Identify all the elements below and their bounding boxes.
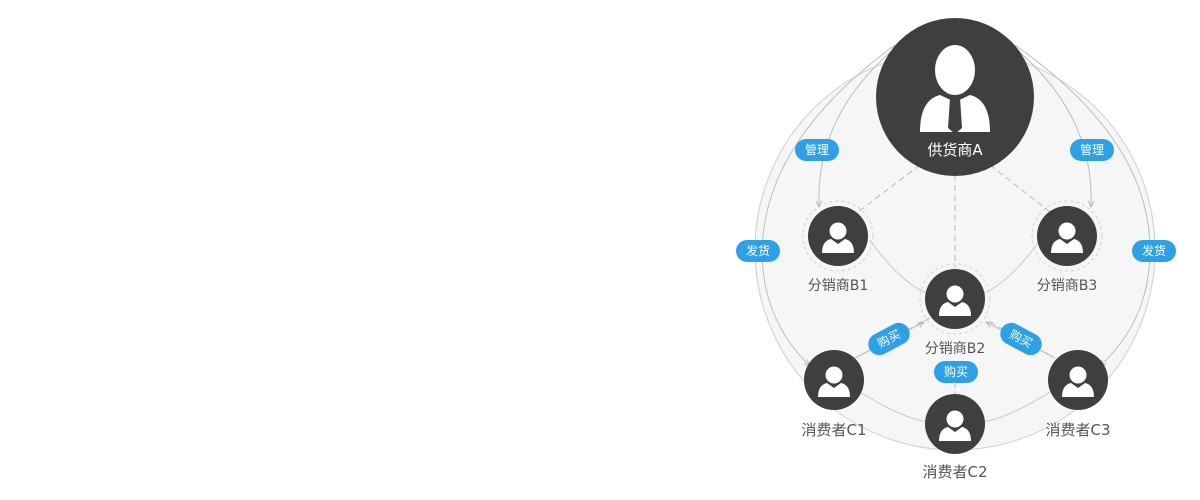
node-distributor-b2: 分销商B2	[919, 263, 991, 357]
manage-arrow-left	[819, 39, 906, 207]
node-distributor-b3: 分销商B3	[1031, 200, 1103, 294]
consumer-c2-label: 消费者C2	[922, 463, 987, 481]
supplier-a-label: 供货商A	[927, 141, 983, 159]
businessman-icon	[920, 45, 990, 134]
consumer-c1-label: 消费者C1	[801, 421, 866, 439]
ship-arrow-right	[1014, 44, 1151, 366]
tag-ship-left: 发货	[736, 240, 780, 262]
svg-text:购买: 购买	[944, 364, 968, 379]
distributor-b1-label: 分销商B1	[808, 278, 869, 294]
tag-ship-right: 发货	[1132, 240, 1176, 262]
dash-a-b3	[989, 164, 1051, 213]
consumer-c3-label: 消费者C3	[1045, 421, 1110, 439]
tag-manage-right: 管理	[1070, 139, 1114, 161]
svg-text:发货: 发货	[1142, 243, 1166, 258]
distributor-b2-label: 分销商B2	[925, 341, 986, 357]
node-consumer-c1: 消费者C1	[801, 350, 867, 439]
node-distributor-b1: 分销商B1	[802, 200, 874, 294]
dash-a-b1	[857, 164, 921, 213]
distributor-b3-label: 分销商B3	[1037, 278, 1098, 294]
node-consumer-c2: 消费者C2	[922, 394, 988, 481]
tag-manage-left: 管理	[795, 139, 839, 161]
svg-text:管理: 管理	[805, 142, 829, 157]
svg-text:发货: 发货	[746, 243, 770, 258]
svg-text:管理: 管理	[1080, 142, 1104, 157]
ship-arrow-left	[761, 44, 896, 366]
manage-arrow-right	[1004, 39, 1091, 207]
tag-buy-center: 购买	[934, 361, 978, 383]
node-supplier-a: 供货商A	[876, 18, 1034, 176]
node-consumer-c3: 消费者C3	[1045, 350, 1111, 439]
